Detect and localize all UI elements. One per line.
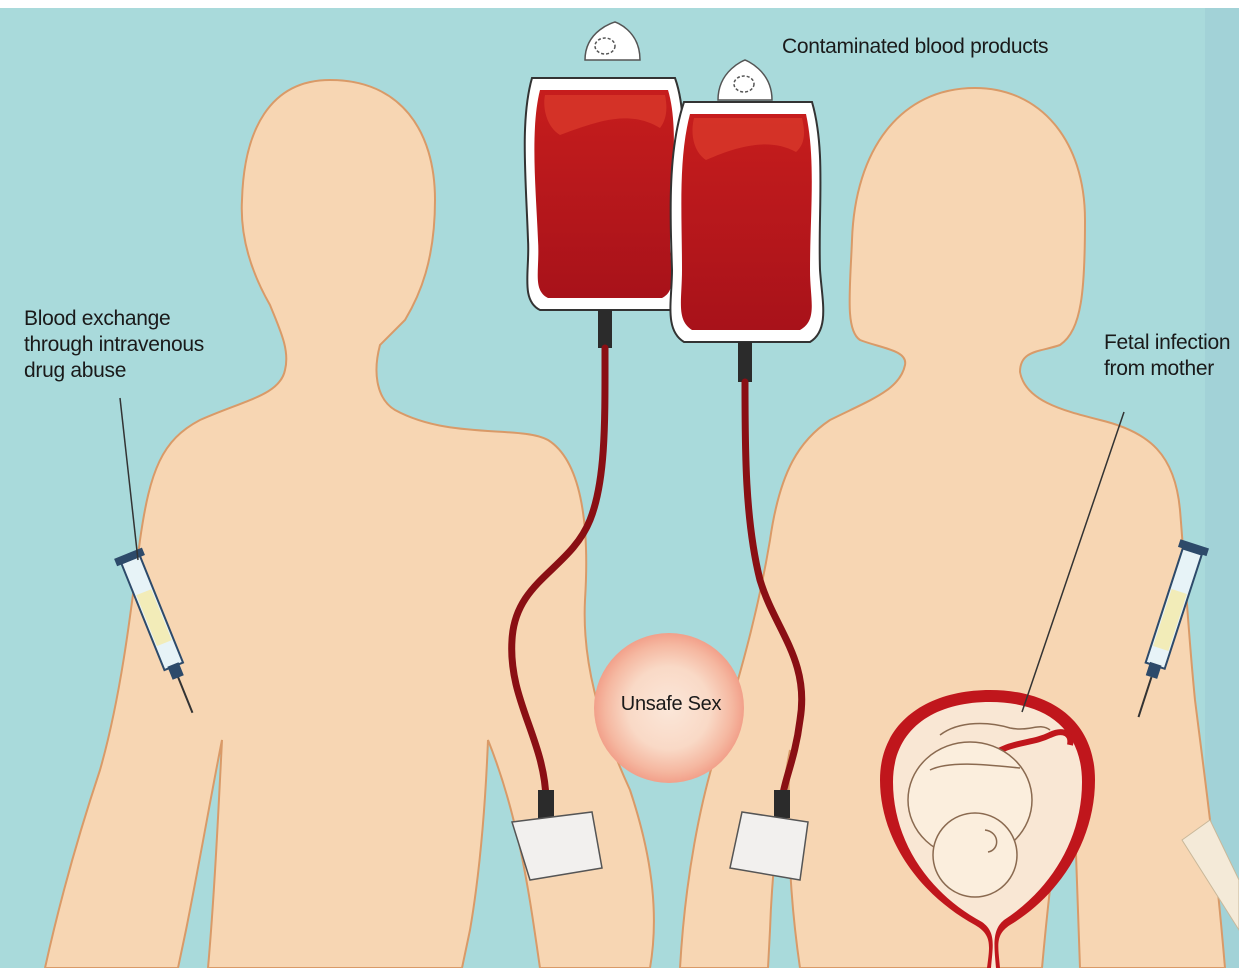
contaminated-blood-products-label: Contaminated blood products: [782, 34, 1048, 60]
fetus-head: [933, 813, 1017, 897]
bag-port-2: [738, 342, 752, 382]
iv-blood-bag-icon: [670, 60, 823, 382]
blood-exchange-label: Blood exchange through intravenous drug …: [24, 306, 244, 384]
tube-connector-right: [774, 790, 790, 818]
bandage-icon: [730, 812, 808, 880]
top-white-border: [0, 0, 1239, 8]
unsafe-sex-label: Unsafe Sex: [616, 692, 726, 716]
fetal-infection-label: Fetal infection from mother: [1104, 330, 1234, 382]
bag-port-1: [598, 310, 612, 348]
tube-connector-left: [538, 790, 554, 818]
